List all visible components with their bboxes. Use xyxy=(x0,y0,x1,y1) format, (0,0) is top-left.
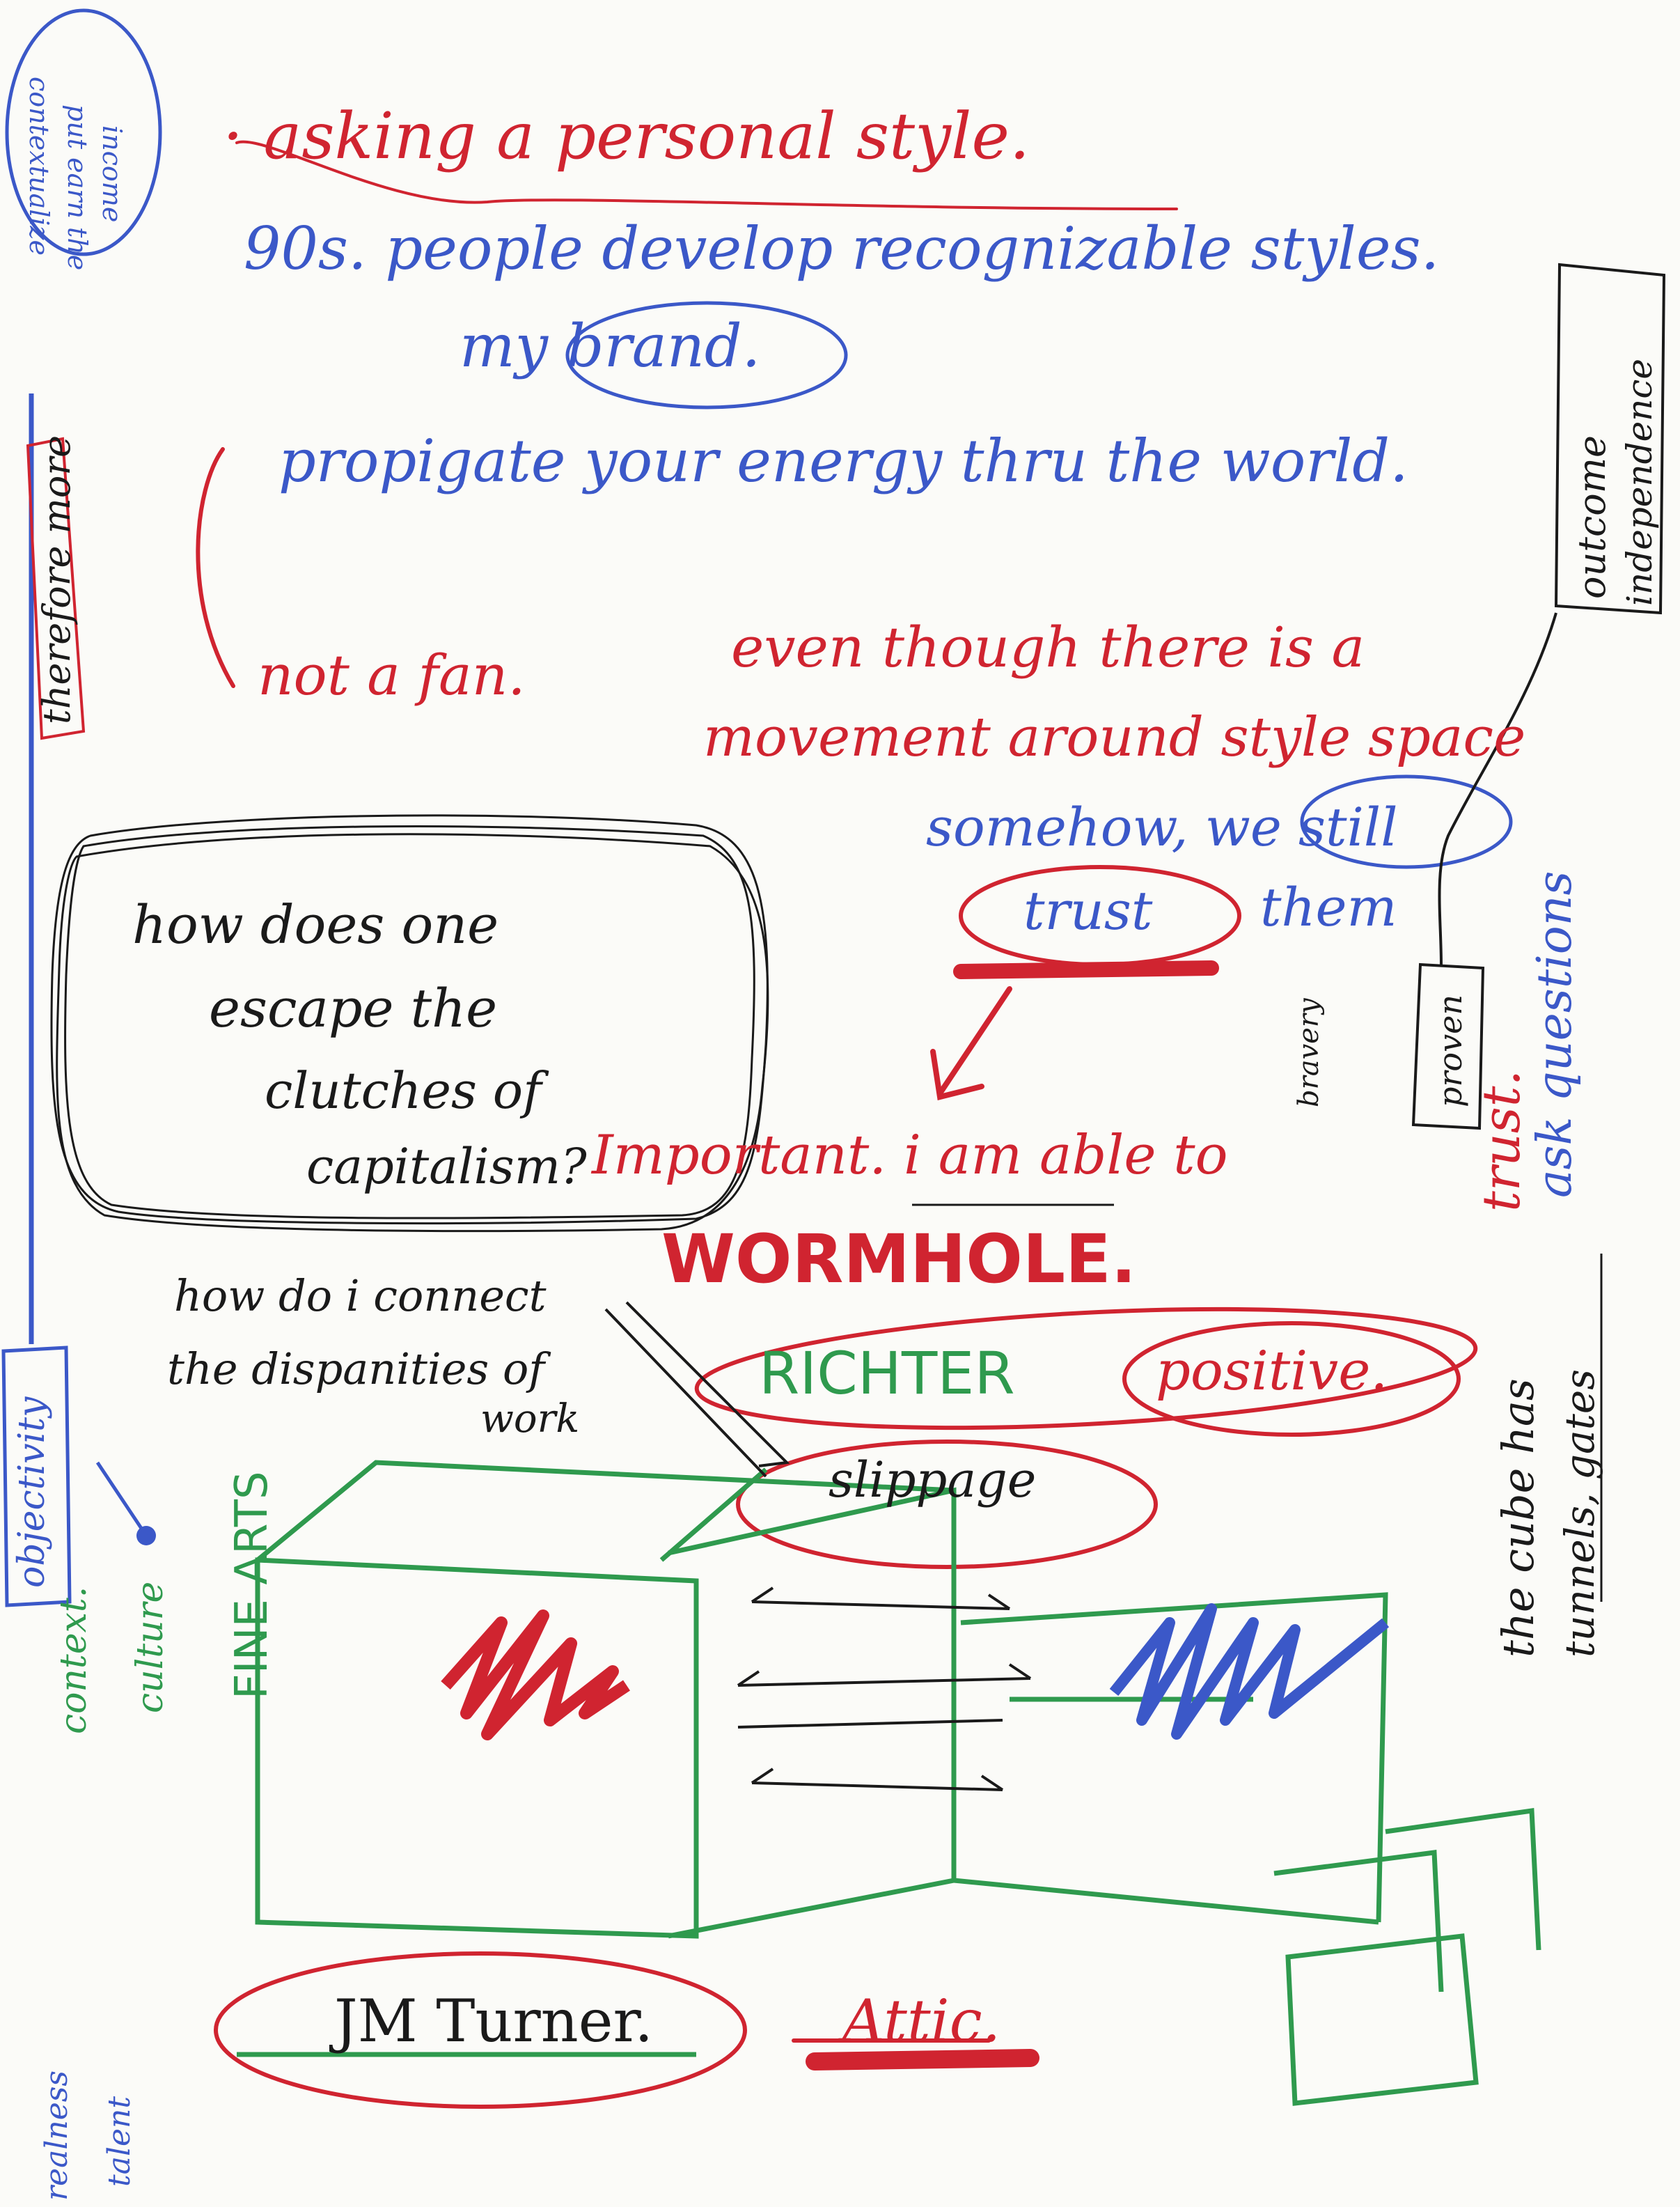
note-objectivity: objectivity xyxy=(11,1396,53,1588)
connect-line-1: how do i connect xyxy=(174,1270,547,1321)
note-propigate: propigate your energy thru the world. xyxy=(278,427,1408,495)
note-90s-people: 90s. people develop recognizable styles. xyxy=(244,215,1440,283)
objectivity-box xyxy=(1,1346,72,1607)
red-squiggle xyxy=(441,1609,630,1740)
note-attic: Attic. xyxy=(842,1987,1001,2055)
note-left-top-1: contextualize xyxy=(24,77,54,256)
connect-line-3: work xyxy=(480,1396,580,1442)
note-them: them xyxy=(1260,876,1397,938)
note-slippage: slippage xyxy=(829,1451,1037,1508)
note-my-brand: my brand. xyxy=(460,312,761,380)
blue-circles xyxy=(5,8,1513,1344)
note-left-top-2: put earn the xyxy=(62,104,93,271)
note-positive: positive. xyxy=(1156,1340,1388,1403)
right-boxes xyxy=(912,263,1666,1602)
left-red-box xyxy=(26,437,86,740)
note-realness: realness xyxy=(39,2070,74,2201)
note-movement: movement around style space xyxy=(703,706,1526,769)
note-ask-questions: ask questions xyxy=(1528,871,1583,1198)
note-even-though: even though there is a xyxy=(731,615,1365,680)
question-line-4: capitalism? xyxy=(306,1138,587,1195)
note-wormhole: WORMHOLE. xyxy=(661,1220,1137,1298)
note-fine-arts: FINE ARTS xyxy=(226,1471,278,1699)
note-context: context. xyxy=(53,1586,95,1734)
blue-squiggle xyxy=(1109,1603,1390,1740)
connect-line-2: the dispanities of xyxy=(167,1343,545,1394)
note-somehow: somehow, we still xyxy=(926,796,1398,858)
note-jm-turner: JM Turner. xyxy=(334,1987,654,2055)
green-cube xyxy=(237,1460,1541,2106)
note-not-a-fan: not a fan. xyxy=(258,643,526,708)
question-line-1: how does one xyxy=(132,894,499,956)
note-independence: independence xyxy=(1619,359,1660,606)
note-outcome: outcome xyxy=(1570,435,1614,599)
note-trust: trust xyxy=(1023,880,1153,942)
note-therefore: therefore more xyxy=(35,435,79,724)
note-important: Important. i am able to xyxy=(592,1124,1228,1187)
note-talent: talent xyxy=(102,2096,137,2187)
double-arrows xyxy=(604,1301,1032,1791)
note-culture: culture xyxy=(129,1581,171,1713)
note-bravery: bravery xyxy=(1293,998,1325,1107)
note-trust-vertical: trust. xyxy=(1472,1069,1532,1212)
note-proven: proven xyxy=(1431,995,1469,1107)
question-line-3: clutches of xyxy=(265,1061,542,1120)
note-asking-personal-style: · asking a personal style. xyxy=(223,99,1030,173)
scribbled-box xyxy=(50,814,769,1233)
note-cube-line-1: the cube has xyxy=(1493,1378,1544,1658)
red-marks xyxy=(196,140,1219,2070)
note-richter: RICHTER xyxy=(759,1339,1015,1407)
question-line-2: escape the xyxy=(209,977,498,1039)
note-cube-line-2: tunnels, gates xyxy=(1556,1369,1603,1658)
note-left-top-3: income xyxy=(97,125,127,223)
red-circles xyxy=(214,865,1478,2109)
